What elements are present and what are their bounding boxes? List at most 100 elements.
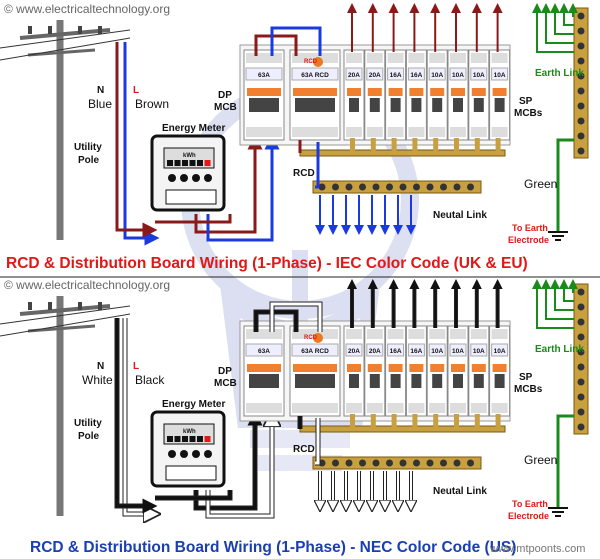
sp-mcb-toggle-band bbox=[367, 364, 382, 372]
neutral-link-screw bbox=[399, 459, 407, 467]
panel-iec: © www.electricaltechnology.orgUtilityPol… bbox=[0, 2, 589, 272]
dp-mcb-label: DP bbox=[218, 90, 232, 101]
sp-mcb-label-plate bbox=[491, 67, 509, 81]
insulator bbox=[48, 26, 52, 34]
sp-mcb-top-terminals bbox=[470, 53, 487, 63]
earth-link-screw bbox=[577, 42, 585, 50]
earth-link-screw bbox=[577, 147, 585, 155]
sp-mcb-rating: 20A bbox=[348, 348, 360, 355]
earth-link-screw bbox=[577, 318, 585, 326]
utility-pole-label: Pole bbox=[78, 431, 100, 442]
neutral-link-label: Neutal Link bbox=[433, 486, 487, 497]
meter-digit bbox=[189, 436, 196, 442]
meter-terminal-cover bbox=[165, 465, 217, 481]
sp-mcb-bottom-terminals bbox=[450, 127, 466, 137]
dp-rcd-neutral-link bbox=[270, 26, 322, 56]
sp-mcb-bottom-terminals bbox=[470, 403, 487, 413]
overhead-line bbox=[0, 305, 131, 325]
insulator bbox=[98, 302, 102, 310]
neutral-link-screw bbox=[426, 183, 434, 191]
earth-link-screw bbox=[577, 333, 585, 341]
utility-pole bbox=[0, 296, 131, 516]
sp-mcb-top-terminals bbox=[429, 53, 446, 63]
dp-rcd-live-link bbox=[254, 34, 298, 56]
sp-mcb-top-terminals bbox=[387, 329, 404, 339]
utility-pole-label: Utility bbox=[74, 142, 102, 153]
earth-link-body bbox=[573, 283, 589, 435]
neutral-link-bar bbox=[312, 456, 482, 470]
sp-mcb-label-plate bbox=[366, 343, 384, 357]
insulator bbox=[78, 302, 82, 310]
neutral-link-screw bbox=[332, 459, 339, 467]
meter-digit bbox=[182, 436, 188, 442]
sp-mcb-bottom-terminals bbox=[387, 403, 404, 413]
dp-mcb bbox=[243, 49, 285, 141]
dp-rcd-live-link bbox=[254, 310, 298, 332]
earth-link-bar bbox=[573, 283, 589, 435]
meter-digit bbox=[167, 436, 173, 442]
sp-mcb-label-plate bbox=[345, 343, 363, 357]
meter-terminal bbox=[180, 450, 188, 458]
meter-terminal bbox=[204, 174, 212, 182]
sp-mcb-toggle-band bbox=[388, 364, 403, 372]
sp-mcb-toggle bbox=[390, 374, 401, 388]
insulator bbox=[28, 302, 32, 310]
sp-mcb-top-terminals bbox=[366, 53, 383, 63]
meter-digit bbox=[174, 160, 181, 166]
energy-meter-label: Energy Meter bbox=[162, 123, 225, 134]
site-watermark: © www.electricaltechnology.org bbox=[4, 278, 170, 292]
meter-digit bbox=[167, 160, 173, 166]
service-live-wire bbox=[115, 42, 158, 238]
sp-mcb-rating: 10A bbox=[452, 72, 464, 79]
sp-mcb-toggle bbox=[349, 98, 359, 112]
busbar-tooth bbox=[433, 138, 439, 152]
dp-mcb-toggle-band bbox=[247, 88, 281, 96]
sp-mcb-toggle-band bbox=[492, 364, 507, 372]
sp-mcb bbox=[426, 49, 448, 141]
neutral-label: N bbox=[97, 85, 104, 96]
sp-mcb-top-terminals bbox=[470, 329, 487, 339]
sp-mcb-rating: 20A bbox=[369, 348, 381, 355]
sp-mcb bbox=[364, 325, 386, 417]
overhead-line bbox=[0, 29, 131, 49]
sp-mcb-rating: 20A bbox=[369, 72, 381, 79]
earth-link-label: Earth Link bbox=[535, 344, 584, 355]
sp-mcb-bottom-terminals bbox=[366, 403, 383, 413]
earth-link-screw bbox=[577, 378, 585, 386]
sp-mcb-rating: 16A bbox=[390, 72, 402, 79]
sp-mcb-top-terminals bbox=[366, 329, 383, 339]
neutral-link-screw bbox=[345, 459, 353, 467]
meter-terminal bbox=[192, 450, 200, 458]
service-live-wire bbox=[115, 318, 158, 514]
neutral-link-screw bbox=[467, 183, 474, 191]
service-neutral-wire bbox=[123, 42, 160, 246]
rcd-module-toggle-band bbox=[293, 364, 337, 372]
panel-title: RCD & Distribution Board Wiring (1-Phase… bbox=[30, 539, 516, 556]
ground-symbol bbox=[548, 507, 568, 517]
sp-mcb-toggle bbox=[369, 98, 380, 112]
sp-mcb-toggle bbox=[494, 374, 505, 388]
service-live-wire-outline bbox=[114, 318, 150, 509]
sp-mcb-top-terminals bbox=[346, 329, 362, 339]
overhead-line bbox=[0, 313, 131, 337]
sp-mcb-bottom-terminals bbox=[429, 403, 446, 413]
neutral-link-bar bbox=[312, 180, 482, 194]
sp-mcb-label-plate bbox=[449, 343, 467, 357]
sp-mcb-rating: 10A bbox=[431, 72, 443, 79]
insulator bbox=[28, 26, 32, 34]
neutral-link-screw bbox=[332, 183, 339, 191]
sp-mcb-rating: 16A bbox=[410, 348, 422, 355]
panel-title-part1: RCD & Distribution Board Wiring (1-Phase… bbox=[30, 539, 360, 556]
rcd-module-bottom-terminals bbox=[292, 127, 338, 137]
to-earth-label: Electrode bbox=[508, 511, 549, 521]
service-neutral-wire-outline bbox=[122, 318, 152, 517]
earth-link-body bbox=[573, 7, 589, 159]
earth-wire-out bbox=[532, 3, 574, 53]
site-watermark: © www.electricaltechnology.org bbox=[4, 2, 170, 16]
sp-mcb-label-plate bbox=[449, 67, 467, 81]
earth-wire-out bbox=[541, 279, 574, 320]
insulator bbox=[78, 26, 82, 34]
